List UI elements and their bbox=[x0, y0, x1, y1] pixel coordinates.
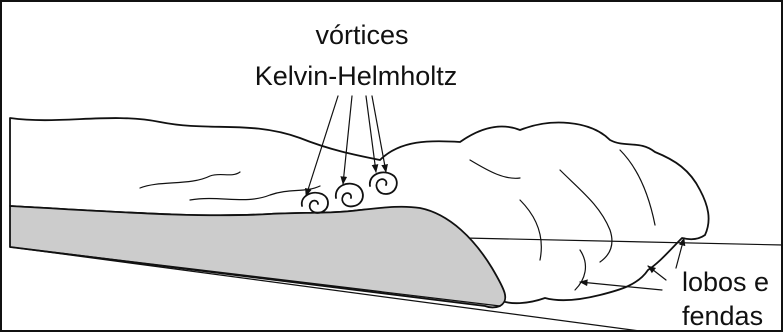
label-clefts: fendas bbox=[682, 301, 763, 331]
label-vortices: vórtices bbox=[315, 20, 408, 50]
label-kelvin-helmholtz: Kelvin-Helmholtz bbox=[255, 61, 458, 91]
label-lobes: lobos e bbox=[682, 267, 769, 297]
